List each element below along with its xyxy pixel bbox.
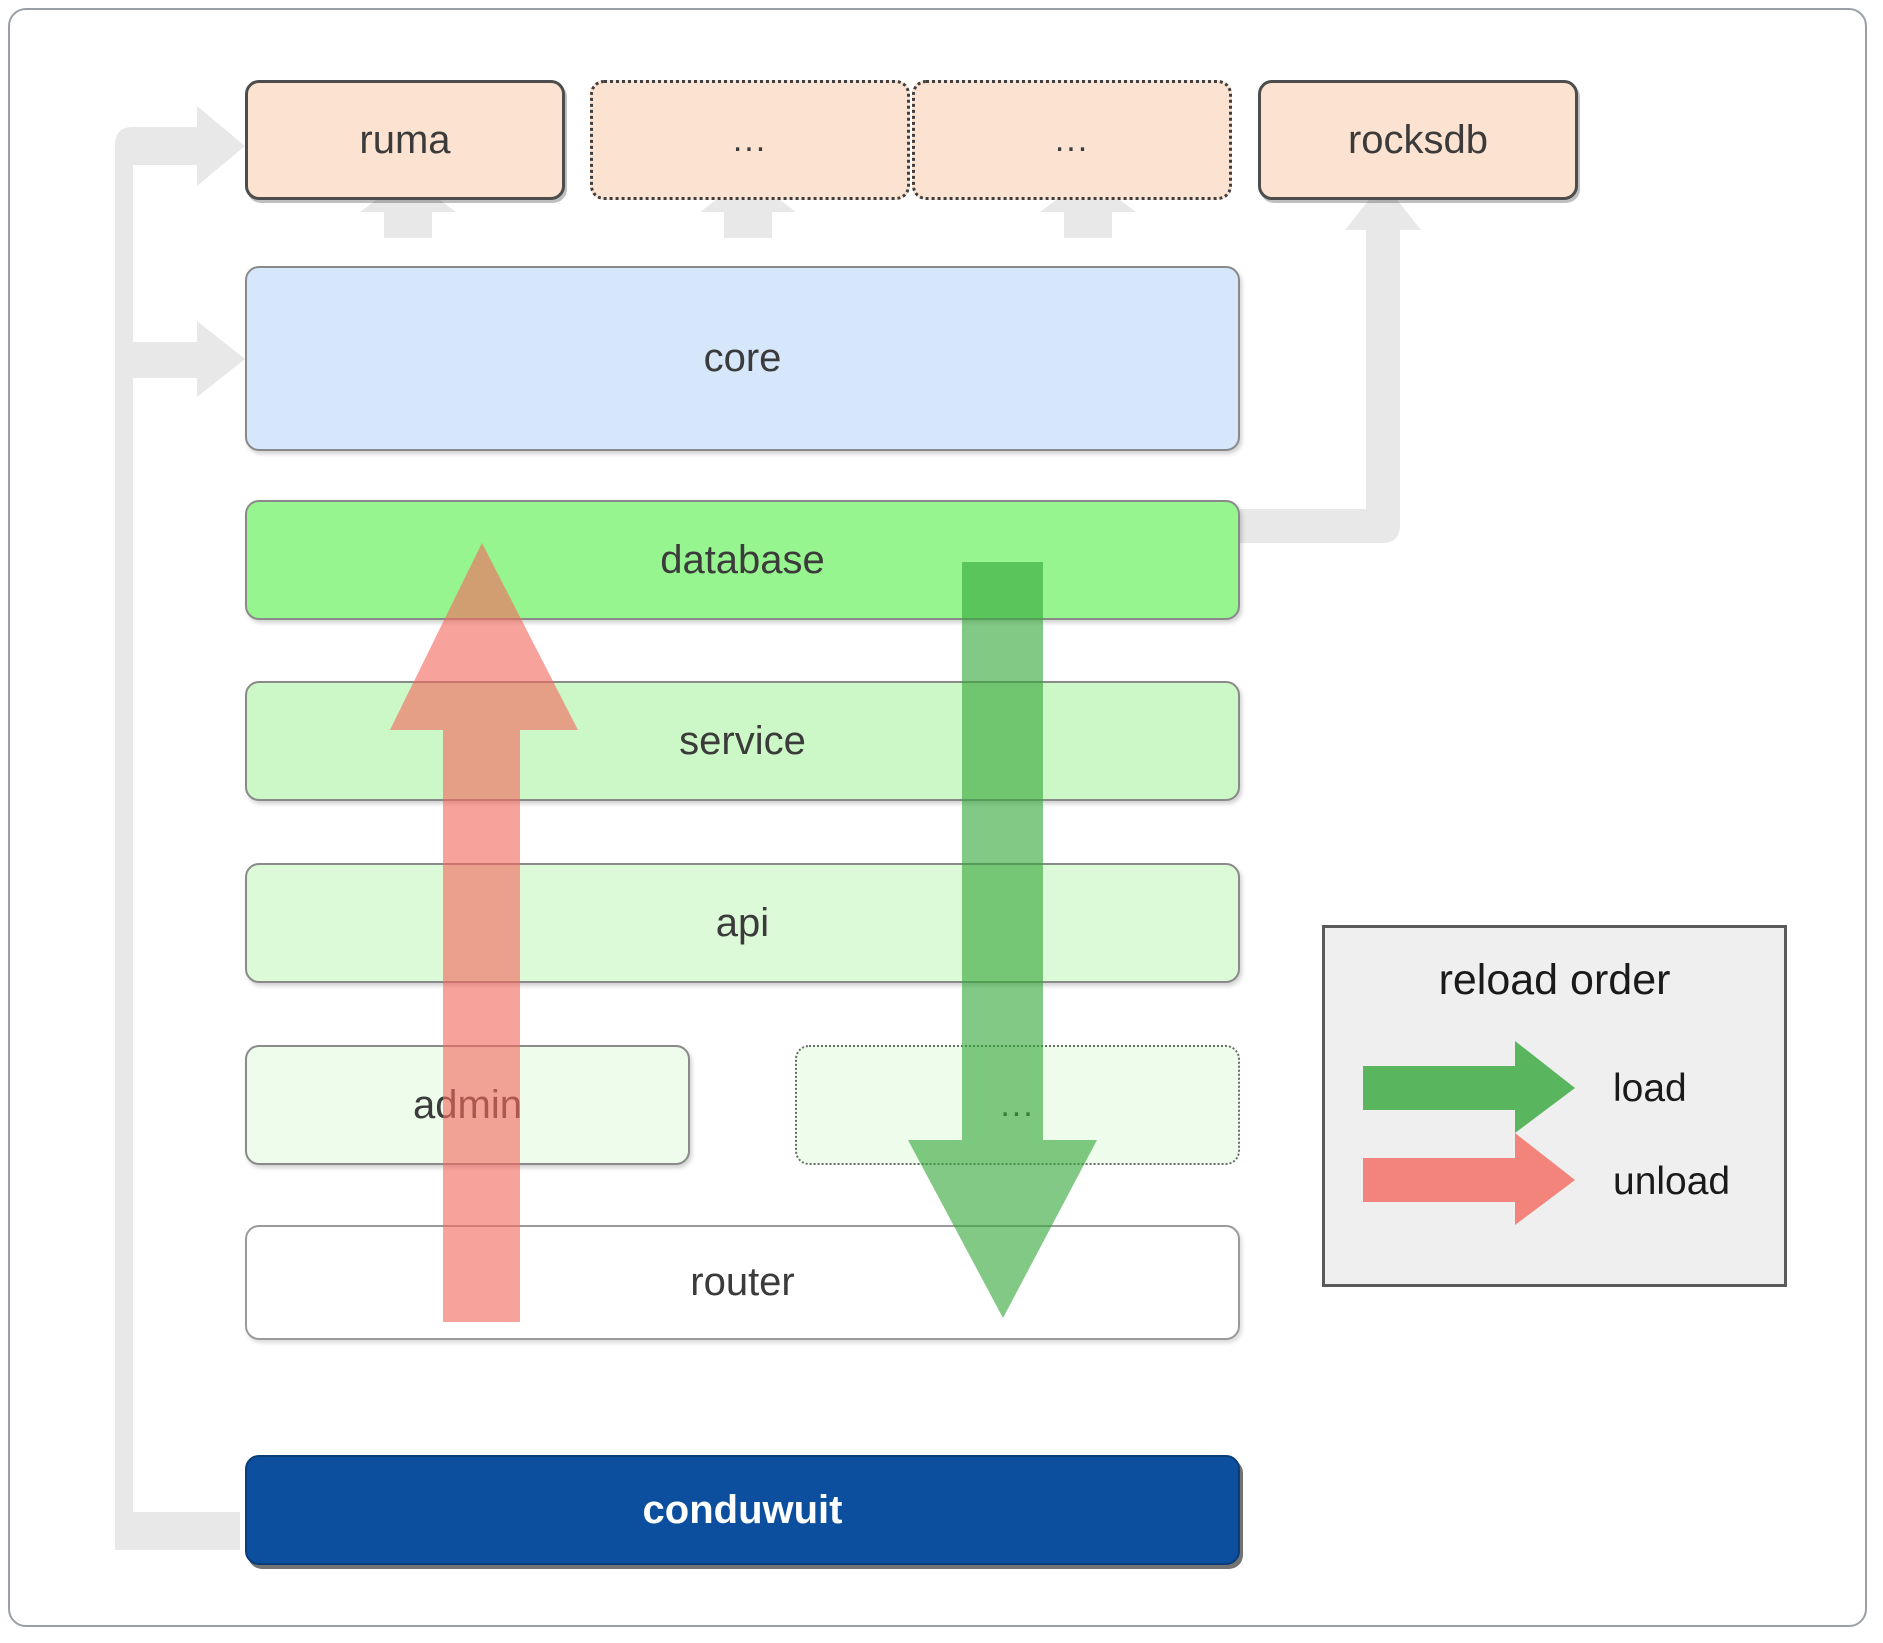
unload-arrow-icon [1363, 1133, 1575, 1225]
node-dots-1[interactable]: ... [590, 80, 910, 200]
node-label-database: database [660, 537, 825, 582]
node-label-rocksdb: rocksdb [1347, 117, 1489, 162]
node-rocksdb[interactable]: rocksdb [1258, 80, 1578, 200]
node-label-admin: admin [413, 1082, 522, 1127]
node-database[interactable]: database [245, 500, 1240, 620]
node-dots-2[interactable]: ... [912, 80, 1232, 200]
node-label-service: service [679, 718, 806, 763]
node-dots-3[interactable]: ... [795, 1045, 1240, 1165]
legend-title: reload order [1438, 956, 1671, 1004]
node-admin[interactable]: admin [245, 1045, 690, 1165]
node-label-core: core [703, 336, 782, 380]
node-label-dots-2: ... [1054, 120, 1090, 159]
legend-label-load: load [1613, 1067, 1687, 1110]
legend-label-unload: unload [1613, 1160, 1731, 1203]
load-arrow-icon [1363, 1041, 1575, 1133]
node-label-router: router [690, 1260, 795, 1304]
node-label-ruma: ruma [359, 117, 451, 162]
node-router[interactable]: router [245, 1225, 1240, 1340]
node-api[interactable]: api [245, 863, 1240, 983]
node-ruma[interactable]: ruma [245, 80, 565, 200]
node-core[interactable]: core [245, 266, 1240, 451]
node-label-api: api [715, 900, 770, 945]
node-conduwuit[interactable]: conduwuit [245, 1455, 1240, 1565]
legend-panel: reload order load unload [1322, 925, 1787, 1287]
diagram-frame [8, 8, 1867, 1627]
node-label-conduwuit: conduwuit [642, 1487, 843, 1532]
node-label-dots-3: ... [1000, 1085, 1035, 1124]
node-label-dots-1: ... [732, 120, 768, 159]
node-service[interactable]: service [245, 681, 1240, 801]
